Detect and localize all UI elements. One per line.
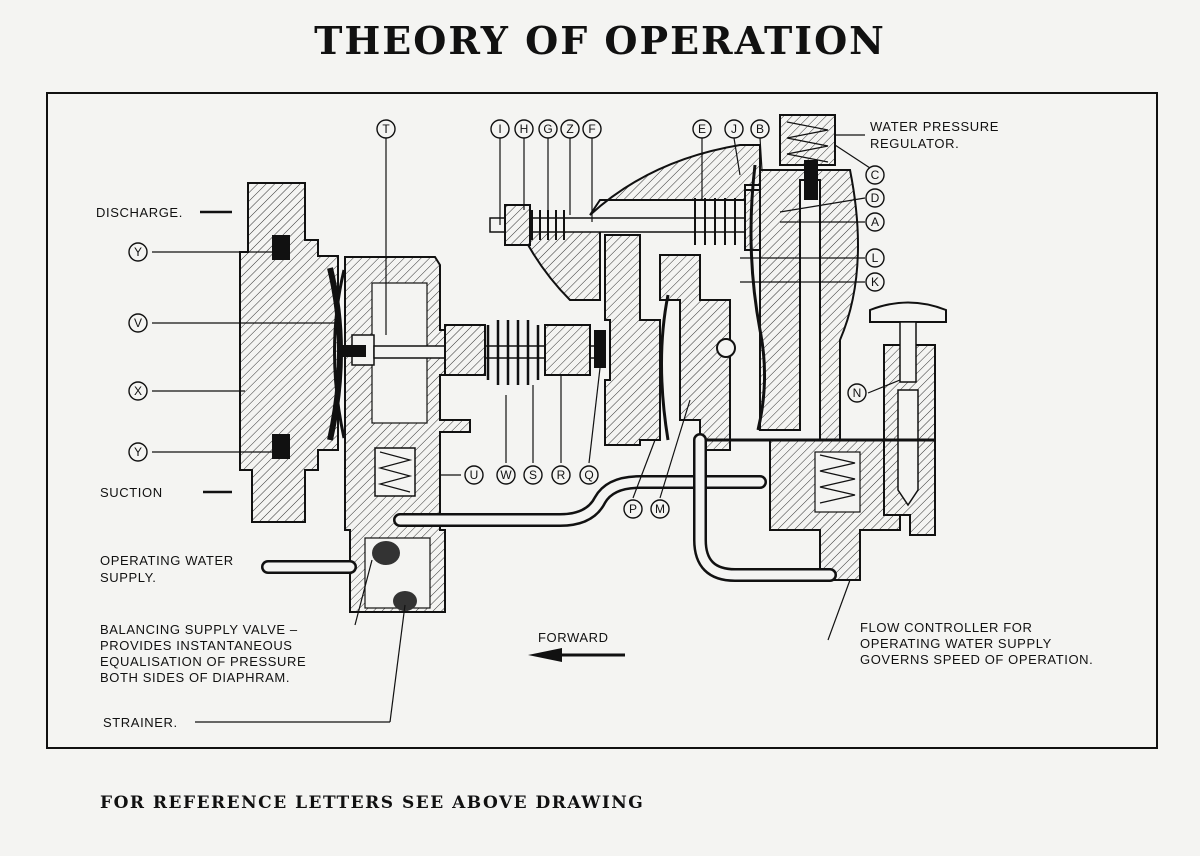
ref-circle-T: T [376,119,396,139]
ref-circle-U: U [464,465,484,485]
label-flow-controller-1: FLOW CONTROLLER FOR [860,620,1032,635]
svg-text:L: L [872,251,879,265]
label-water-pressure-regulator-2: REGULATOR. [870,136,959,151]
footer-note: FOR REFERENCE LETTERS SEE ABOVE DRAWING [100,793,645,813]
svg-text:G: G [543,122,552,136]
svg-text:S: S [529,468,537,482]
pipes [261,433,837,582]
ref-circle-A: A [865,212,885,232]
svg-text:K: K [871,275,879,289]
ref-circle-K: K [865,272,885,292]
svg-text:J: J [731,122,737,136]
label-discharge: DISCHARGE. [96,205,183,220]
ref-circle-R: R [551,465,571,485]
svg-text:Z: Z [566,122,573,136]
pump-housing [239,182,346,523]
label-balancing-3: EQUALISATION OF PRESSURE [100,654,306,669]
ref-circle-D: D [865,188,885,208]
svg-text:X: X [134,384,142,398]
ref-circle-G: G [538,119,558,139]
label-forward: FORWARD [538,630,609,645]
ref-circle-H: H [514,119,534,139]
ref-circle-I: I [490,119,510,139]
middle-valve [604,234,736,451]
ref-circle-E: E [692,119,712,139]
svg-text:U: U [470,468,479,482]
svg-text:N: N [853,386,862,400]
ref-circle-P: P [623,499,643,519]
ref-circle-Q: Q [579,465,599,485]
svg-text:C: C [871,168,880,182]
ref-circle-W: W [496,465,516,485]
flow-controller [706,301,947,581]
svg-text:Q: Q [584,468,593,482]
svg-text:V: V [134,316,142,330]
ref-circle-X: X [128,381,148,401]
label-operating-water-supply: OPERATING WATER [100,553,234,568]
label-balancing-4: BOTH SIDES OF DIAPHRAM. [100,670,290,685]
forward-arrow [528,648,625,662]
ref-circle-J: J [724,119,744,139]
right-housing [749,114,859,446]
label-strainer: STRAINER. [103,715,178,730]
label-operating-water-supply-2: SUPPLY. [100,570,156,585]
diagram-frame [46,92,1158,749]
ref-circle-B: B [750,119,770,139]
spring-shaft [373,320,606,385]
ref-circle-F: F [582,119,602,139]
label-flow-controller-3: GOVERNS SPEED OF OPERATION. [860,652,1093,667]
svg-text:T: T [382,122,390,136]
svg-text:H: H [520,122,529,136]
valve-body [340,256,471,613]
svg-text:Y: Y [134,445,142,459]
svg-text:R: R [557,468,566,482]
svg-text:D: D [871,191,880,205]
page-title: THEORY OF OPERATION [314,18,886,63]
ref-circle-C: C [865,165,885,185]
ref-circle-Z: Z [560,119,580,139]
label-balancing-1: BALANCING SUPPLY VALVE – [100,622,298,637]
svg-text:I: I [498,122,501,136]
ref-circle-L: L [865,248,885,268]
svg-text:F: F [588,122,595,136]
leader-lines [152,134,901,723]
ref-circle-Y-top: Y [128,242,148,262]
label-suction: SUCTION [100,485,163,500]
label-flow-controller-2: OPERATING WATER SUPPLY [860,636,1052,651]
ref-circle-Y-bottom: Y [128,442,148,462]
upper-mechanism [489,144,791,301]
svg-text:M: M [655,502,665,516]
svg-text:W: W [500,468,512,482]
svg-text:B: B [756,122,764,136]
ref-circle-V: V [128,313,148,333]
svg-text:E: E [698,122,706,136]
ref-circle-M: M [650,499,670,519]
ref-circle-N: N [847,383,867,403]
label-water-pressure-regulator: WATER PRESSURE [870,119,999,134]
label-balancing-2: PROVIDES INSTANTANEOUS [100,638,293,653]
svg-text:Y: Y [134,245,142,259]
svg-text:P: P [629,502,637,516]
ref-circle-S: S [523,465,543,485]
svg-text:A: A [871,215,879,229]
